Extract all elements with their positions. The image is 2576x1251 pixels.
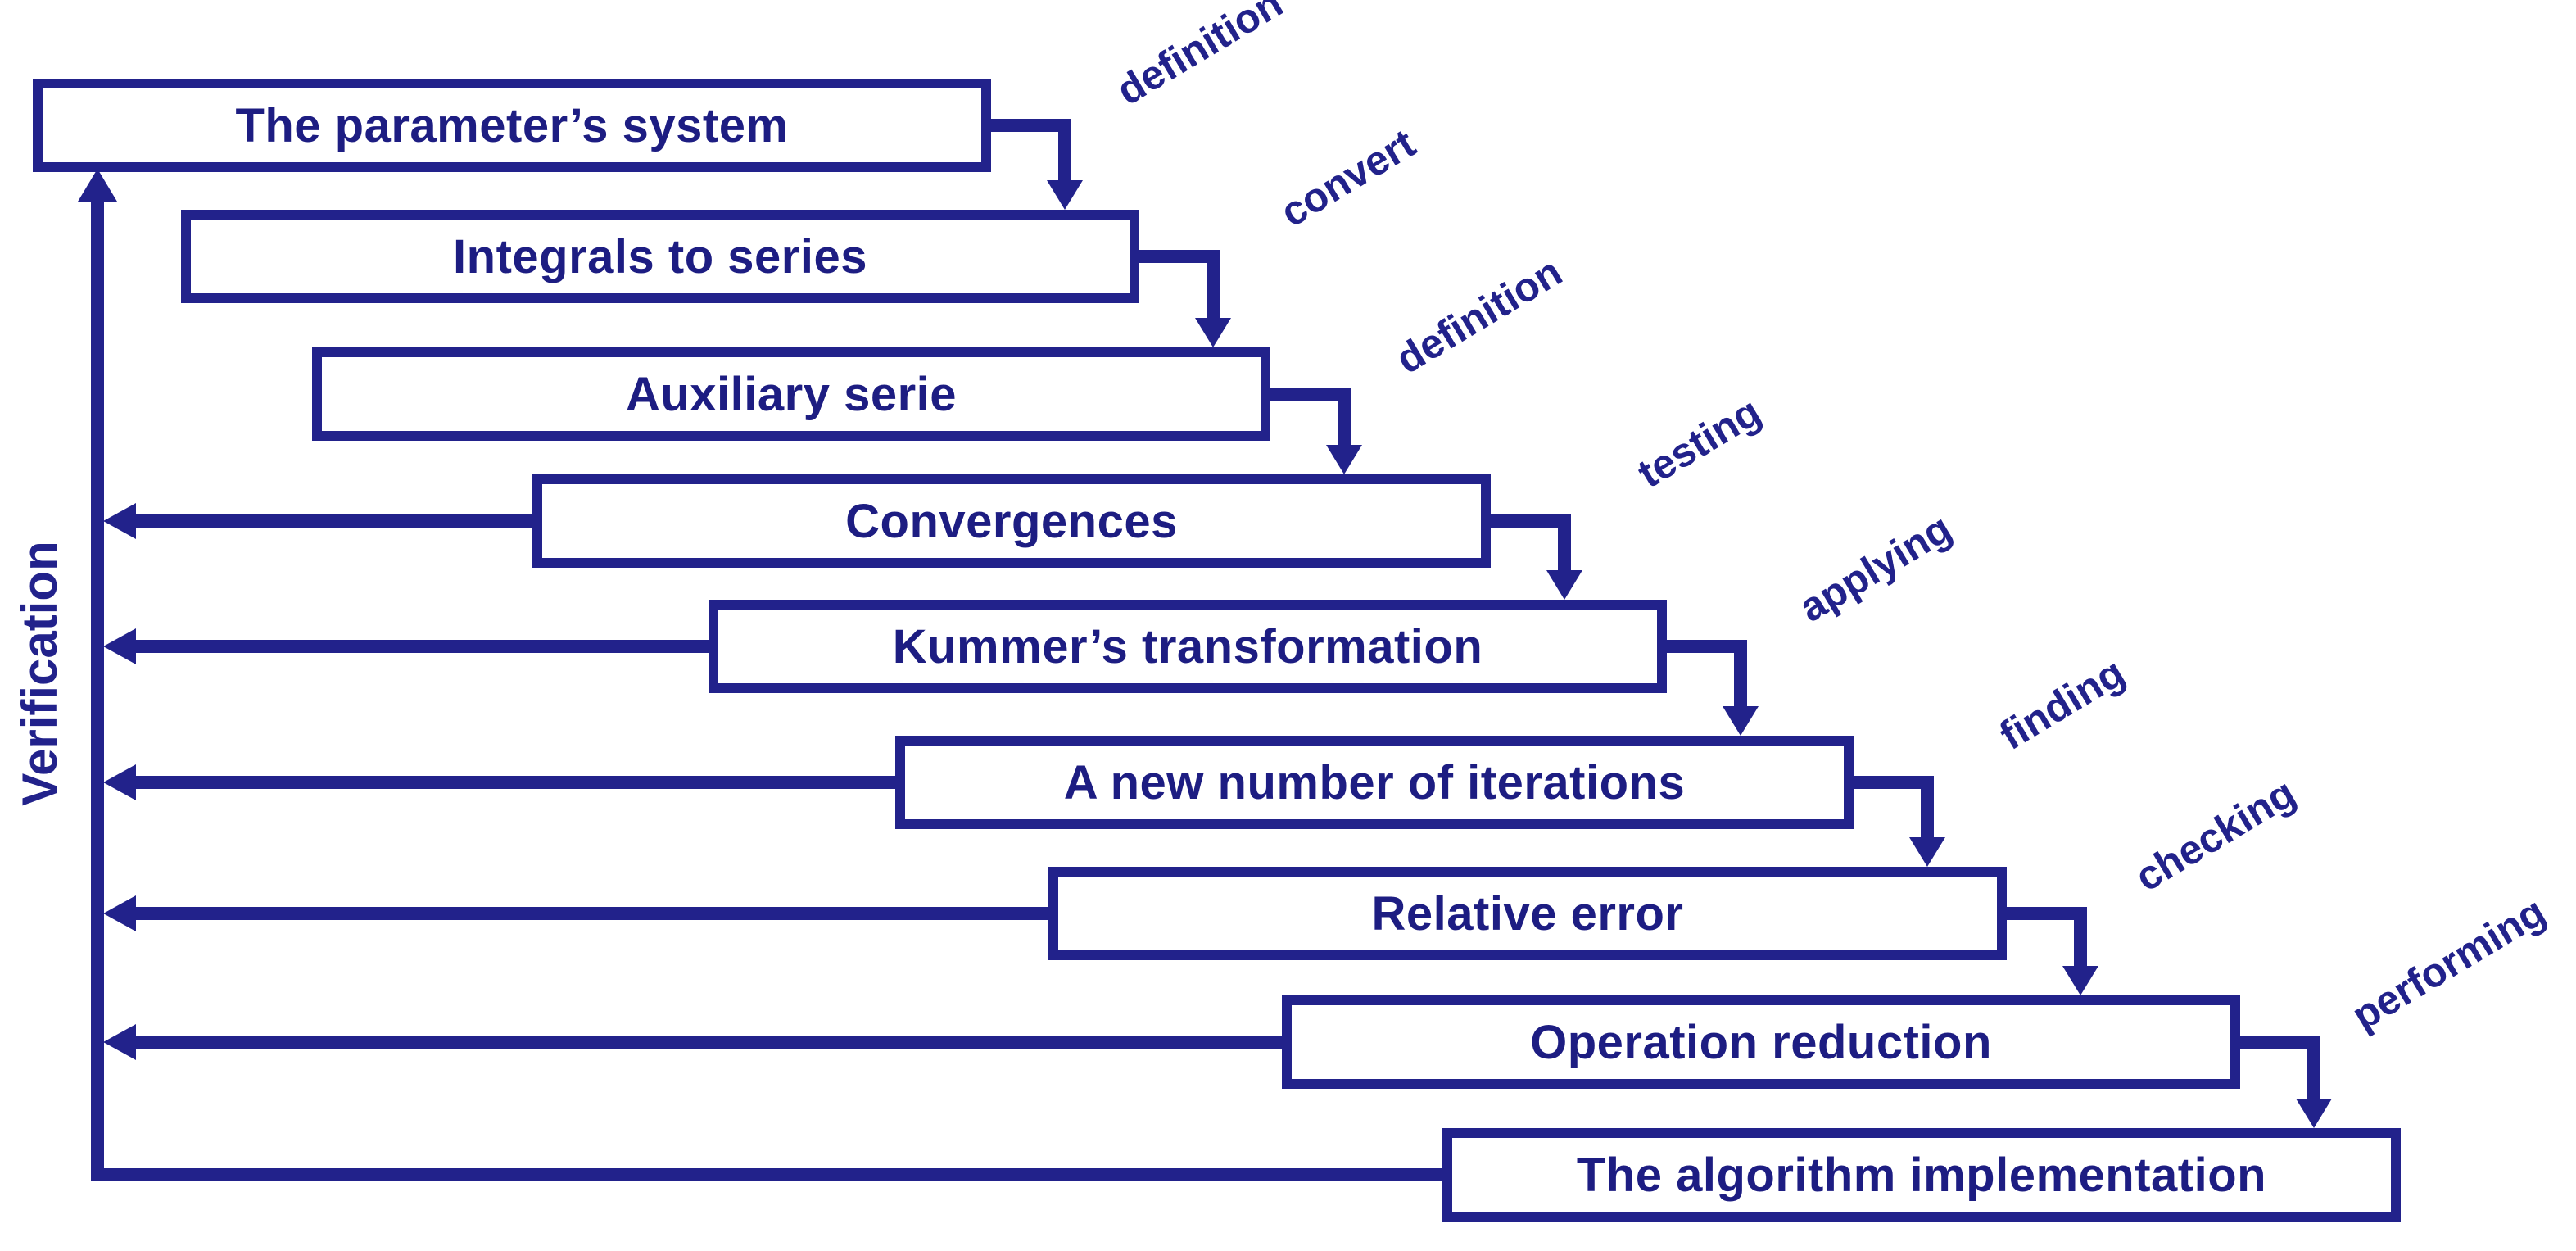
connector-3-downleg <box>1338 388 1351 456</box>
flow-box-algorithm-implementation: The algorithm implementation <box>1442 1128 2401 1222</box>
feedback-line-convergences <box>133 514 532 528</box>
transition-label-applying: applying <box>1791 505 1960 632</box>
flow-box-integrals-to-series: Integrals to series <box>181 210 1139 303</box>
return-line-bottom <box>91 1168 1442 1181</box>
transition-label-definition-1: definition <box>1108 0 1291 115</box>
connector-1-stub <box>991 119 1071 132</box>
flow-box-new-number-of-iterations: A new number of iterations <box>895 736 1854 829</box>
connector-6-stub <box>1854 776 1934 789</box>
transition-label-definition-2: definition <box>1388 248 1570 383</box>
flow-box-operation-reduction: Operation reduction <box>1282 995 2240 1089</box>
flow-box-label: Relative error <box>1371 886 1684 941</box>
flow-box-label: Auxiliary serie <box>625 367 958 421</box>
connector-4-stub <box>1491 514 1571 528</box>
flow-box-label: Kummer’s transformation <box>892 619 1483 673</box>
flow-box-label: The parameter’s system <box>235 98 789 152</box>
connector-7-arrowhead-down-icon <box>2062 966 2098 995</box>
verification-caption: Verification <box>12 541 67 806</box>
connector-2-downleg <box>1207 250 1220 329</box>
connector-6-arrowhead-down-icon <box>1909 837 1945 867</box>
connector-3-arrowhead-down-icon <box>1326 445 1362 474</box>
connector-3-stub <box>1270 388 1351 401</box>
connector-7-downleg <box>2074 907 2087 977</box>
feedback-arrowhead-left-icon <box>103 764 136 800</box>
connector-2-arrowhead-down-icon <box>1195 318 1231 347</box>
transition-label-finding: finding <box>1991 649 2133 759</box>
feedback-line-kummers-transformation <box>133 640 709 653</box>
connector-2-stub <box>1139 250 1220 263</box>
feedback-arrowhead-left-icon <box>103 628 136 664</box>
flow-box-label: The algorithm implementation <box>1576 1148 2267 1202</box>
connector-5-stub <box>1667 640 1747 653</box>
transition-label-testing: testing <box>1629 388 1769 497</box>
connector-7-stub <box>2007 907 2087 920</box>
flow-box-convergences: Convergences <box>532 474 1491 568</box>
feedback-arrowhead-left-icon <box>103 503 136 539</box>
flow-box-label: Operation reduction <box>1530 1015 1992 1069</box>
flow-box-label: A new number of iterations <box>1063 755 1686 809</box>
feedback-arrowhead-left-icon <box>103 895 136 931</box>
connector-5-arrowhead-down-icon <box>1723 706 1759 736</box>
connector-5-downleg <box>1734 640 1747 718</box>
connector-8-downleg <box>2307 1036 2320 1110</box>
connector-8-arrowhead-down-icon <box>2296 1099 2332 1128</box>
flow-box-label: Convergences <box>845 494 1178 548</box>
flow-box-relative-error: Relative error <box>1048 867 2007 960</box>
flow-box-kummers-transformation: Kummer’s transformation <box>709 600 1667 693</box>
transition-label-convert: convert <box>1272 120 1424 236</box>
connector-6-downleg <box>1921 776 1934 849</box>
flow-box-auxiliary-serie: Auxiliary serie <box>312 347 1270 441</box>
verification-arrowhead-up-icon <box>78 169 117 202</box>
feedback-line-relative-error <box>133 907 1048 920</box>
connector-1-arrowhead-down-icon <box>1047 180 1083 210</box>
connector-1-downleg <box>1058 119 1071 192</box>
connector-8-stub <box>2240 1036 2320 1049</box>
feedback-line-new-number-of-iterations <box>133 776 895 789</box>
transition-label-performing: performing <box>2343 888 2554 1040</box>
flow-box-label: Integrals to series <box>453 229 867 283</box>
feedback-line-operation-reduction <box>133 1036 1282 1049</box>
feedback-arrowhead-left-icon <box>103 1024 136 1060</box>
connector-4-arrowhead-down-icon <box>1546 570 1582 600</box>
flow-box-parameters-system: The parameter’s system <box>33 79 991 172</box>
transition-label-checking: checking <box>2127 769 2303 900</box>
connector-4-downleg <box>1558 514 1571 582</box>
verification-trunk-line <box>91 198 104 1181</box>
